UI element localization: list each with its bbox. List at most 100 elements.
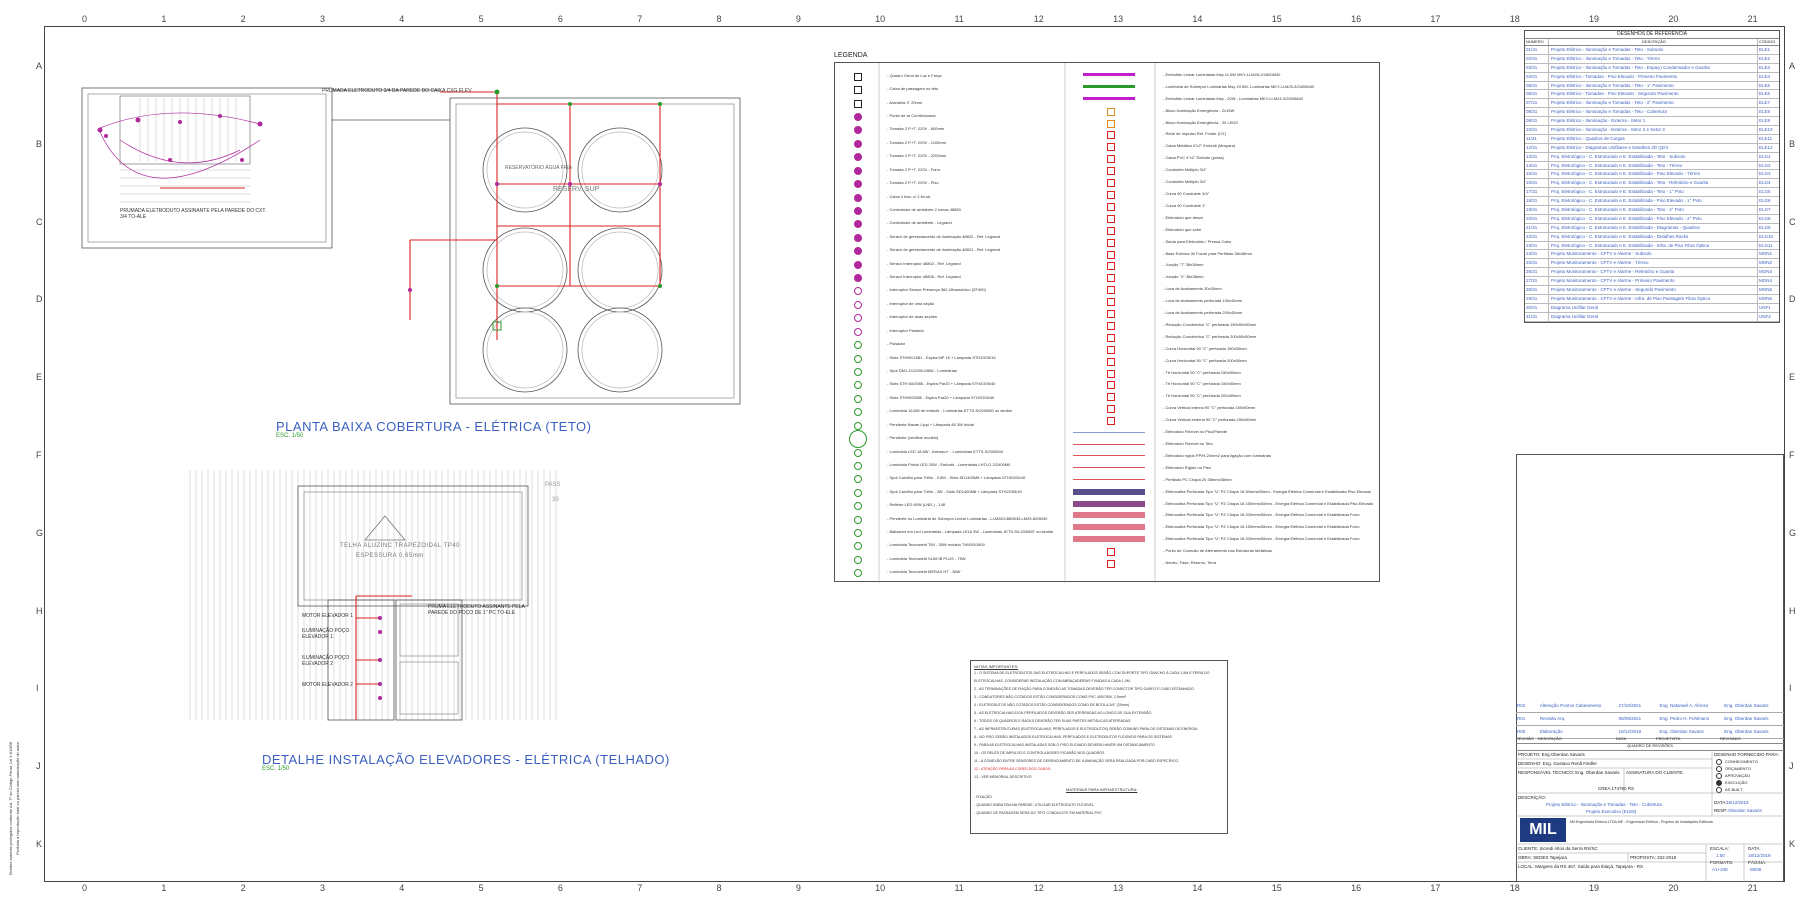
reference-cell: Projeto Elétrico - Tomadas - Piso Elevad… (1551, 73, 1678, 79)
grid-column-label: 21 (1747, 14, 1758, 24)
rev-h0: REVISÃO (1516, 736, 1534, 741)
radio-icon[interactable] (1716, 773, 1722, 779)
reference-cell: Projeto Elétrico - Diagramas Unifilares … (1551, 144, 1669, 150)
legend-item-label: - Luva de Acabamento perfurada 150x45mm (1163, 298, 1243, 304)
legend-item-label: - Ponto de ar Condicionado (887, 112, 936, 118)
legend-item-label: - Tomada 2 P.+T. 220V - 1100mm (887, 139, 947, 145)
reservoir-label: RESERV. SUP (553, 186, 600, 193)
radio-icon[interactable] (1716, 787, 1722, 793)
delivery-option-label: EXECUÇÃO (1725, 780, 1748, 786)
delivery-option[interactable]: ORÇAMENTO (1716, 766, 1751, 772)
legend-symbol-icon (1107, 119, 1115, 128)
title-block: PROJETO: Eng.Oberdan Savaris DESENHO: En… (1516, 750, 1784, 882)
legend-item-label: - Luminária Tecnoweld SLIM IB PLUS - 75W (887, 555, 966, 561)
delivery-option[interactable]: CONHECIMENTO (1716, 759, 1758, 765)
grid-row-label: J (1789, 761, 1794, 772)
legend-symbol-icon (1107, 214, 1115, 223)
legend-symbol-icon (1107, 405, 1115, 414)
legend-symbol-icon (854, 260, 862, 269)
legend-item-label: - Eletroduto Flexível no Piso/Parede (1163, 429, 1228, 435)
revision-cell: Eng. Natanael A. Afonso (1659, 703, 1709, 708)
legend-symbol-icon (854, 233, 862, 242)
legend-item-label: - Curva 90 Condulete 1" (1163, 202, 1206, 208)
revision-cell: Alteração Pontos Cabeamento (1539, 703, 1602, 708)
grid-row-label: D (1789, 294, 1796, 305)
legend-symbol-icon (1107, 417, 1115, 426)
grid-column-label: 20 (1668, 14, 1679, 24)
legend-item-label: - Embutido Linear Luminárias Msy - 20W -… (1163, 95, 1303, 101)
legend-item-label: - Redução Concêntrica "C" perfurada 150x… (1163, 321, 1257, 327)
reference-cell: 23/31 (1525, 241, 1549, 250)
legend-item-label: - Slots STH 60/2585 - Espira Par20 + Lâm… (887, 381, 996, 387)
legend-item-label: - Eletroduto Rígido no Piso (1163, 464, 1211, 470)
notes-box: NOTAS IMPORTANTES: 1 - O SISTEMA DE ELET… (970, 660, 1228, 834)
grid-row-label: A (1789, 60, 1796, 71)
legend-item-label: - Tê Horizontal 90 "C" perfurada 200x50m… (1163, 393, 1241, 399)
reference-cell: Diagrama Unifilar Geral (1551, 313, 1599, 319)
radio-icon[interactable] (1716, 759, 1722, 765)
grid-row-label: I (36, 683, 39, 694)
device-symbols (97, 89, 662, 331)
material-line: - FIXAÇÃO (974, 795, 992, 799)
note-line: 2 - AS TERMINAÇÕES DE FIAÇÃO PARA CONEXÃ… (974, 687, 1194, 691)
grid-column-label: 14 (1192, 14, 1203, 24)
legend-item-label: - Quadro Geral de Luz e Força (887, 72, 942, 78)
legend-symbol-icon (854, 153, 862, 162)
legend-item-label: - Pendente Navae Lippi + Lâmpada 48 3W i… (887, 421, 974, 427)
reference-cell: Proj. Eletrológico - C. Estruturado e E.… (1551, 198, 1702, 204)
grid-column-label: 8 (716, 14, 722, 24)
reference-cell: 18/31 (1525, 197, 1549, 206)
legend-symbol-icon (1107, 333, 1115, 342)
roof-structure (81, 87, 450, 249)
revision-table-title: QUADRO DE REVISÕES (1516, 743, 1784, 751)
grid-row-label: E (36, 372, 43, 383)
legend-symbol-icon (854, 180, 862, 189)
company-logo: MIL (1520, 818, 1566, 842)
grid-row-label: K (1789, 839, 1796, 850)
radio-icon[interactable] (1716, 766, 1722, 772)
delivery-option[interactable]: AS BUILT (1716, 787, 1743, 793)
delivery-option[interactable]: APROVAÇÃO (1716, 773, 1750, 779)
reference-cell: Projeto Monitoramento - CFTV e Alarme - … (1551, 278, 1675, 284)
revision-cell: Eng. Oberdan Savaris (1724, 729, 1769, 734)
reference-cell: Projeto Elétrico - Quadros de Cargas (1551, 135, 1625, 141)
roof-hatch (189, 470, 557, 720)
tb-escala-label: ESCALA: (1710, 846, 1730, 851)
title-block-lines (1516, 750, 1784, 882)
rev-h3: PROJETISTA (1656, 736, 1681, 741)
reference-cell: 25/31 (1525, 259, 1549, 268)
legend-symbol-icon (854, 394, 862, 403)
legend-symbol-icon (1107, 548, 1115, 557)
reference-cell: ELE4 (1757, 72, 1779, 81)
grid-column-label: 1 (161, 883, 167, 893)
reference-cell: 20/31 (1525, 214, 1549, 223)
legend-symbol-icon (1107, 107, 1115, 116)
reference-cell: Proj. Eletrológico - C. Estruturado e E.… (1551, 153, 1686, 159)
legend-item-label: - Tê Horizontal 90 "C" perfurada 150x50m… (1163, 381, 1241, 387)
legend-item-label: - Eletrocalha Perfurada Tipo "U" PZ Chap… (1163, 524, 1360, 530)
legend-symbol-icon (854, 193, 862, 202)
legend-symbol-icon (1073, 536, 1145, 543)
radio-icon[interactable] (1716, 780, 1722, 786)
note-line: 9 - PARA AS ELETROCALHAS INSTALADAS SOB … (974, 743, 1155, 747)
legend-symbol-icon (854, 327, 862, 336)
legend-symbol-icon (1107, 155, 1115, 164)
legend-item-label: - Eletrocalha Perfurada Tipo "U" PZ Chap… (1163, 512, 1360, 518)
legend-item-label: - Sensor Interruptor 48802 - Ref. Legran… (887, 260, 961, 266)
grid-column-label: 2 (240, 14, 246, 24)
ref-header-description: DESCRIÇÃO (1642, 39, 1666, 44)
delivery-option[interactable]: EXECUÇÃO (1716, 780, 1747, 786)
legend-item-label: - Spot DM1-2/12000-M6W - Luminárias (887, 367, 957, 373)
legend-item-label: - Curva Vertical externa 90 "C" perfurad… (1163, 417, 1257, 423)
reference-cell: 05/31 (1525, 81, 1549, 90)
grid-column-label: 19 (1589, 14, 1600, 24)
legend-symbol-icon (1107, 179, 1115, 188)
